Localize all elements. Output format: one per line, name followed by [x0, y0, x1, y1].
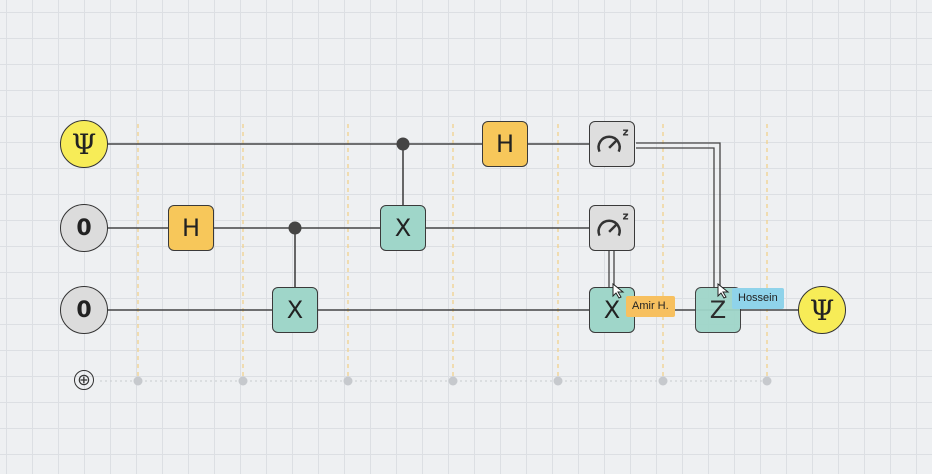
- control-dot: [288, 221, 302, 235]
- step-handle: [553, 376, 563, 386]
- step-guides: [137, 124, 768, 376]
- step-handle: [238, 376, 248, 386]
- step-handle: [448, 376, 458, 386]
- svg-text:z: z: [623, 126, 629, 138]
- cursor-icon: [717, 283, 730, 299]
- svg-text:z: z: [623, 210, 629, 222]
- classical-wire-outer: [636, 142, 721, 290]
- step-handle: [762, 376, 772, 386]
- step-handle: [133, 376, 143, 386]
- collaborator-tag: Amir H.: [626, 296, 675, 317]
- step-handle: [658, 376, 668, 386]
- control-dot: [396, 137, 410, 151]
- cursor-icon: [612, 283, 625, 299]
- initial-state-zero[interactable]: 0: [60, 204, 108, 252]
- measure-gate[interactable]: z: [589, 121, 635, 167]
- h-gate[interactable]: H: [168, 205, 214, 251]
- output-state-psi[interactable]: Ψ: [798, 286, 846, 334]
- meter-icon: z: [597, 210, 629, 237]
- add-qubit-button[interactable]: ⊕: [74, 370, 94, 390]
- classical-wire-inner: [636, 147, 715, 290]
- initial-state-psi[interactable]: Ψ: [60, 120, 108, 168]
- initial-state-zero[interactable]: 0: [60, 286, 108, 334]
- cnot-target-x-gate[interactable]: X: [380, 205, 426, 251]
- collaborator-tag: Hossein: [732, 288, 784, 309]
- step-handle: [343, 376, 353, 386]
- meter-icon: z: [597, 126, 629, 153]
- cnot-target-x-gate[interactable]: X: [272, 287, 318, 333]
- step-handles[interactable]: [133, 376, 772, 386]
- measure-gate[interactable]: z: [589, 205, 635, 251]
- h-gate[interactable]: H: [482, 121, 528, 167]
